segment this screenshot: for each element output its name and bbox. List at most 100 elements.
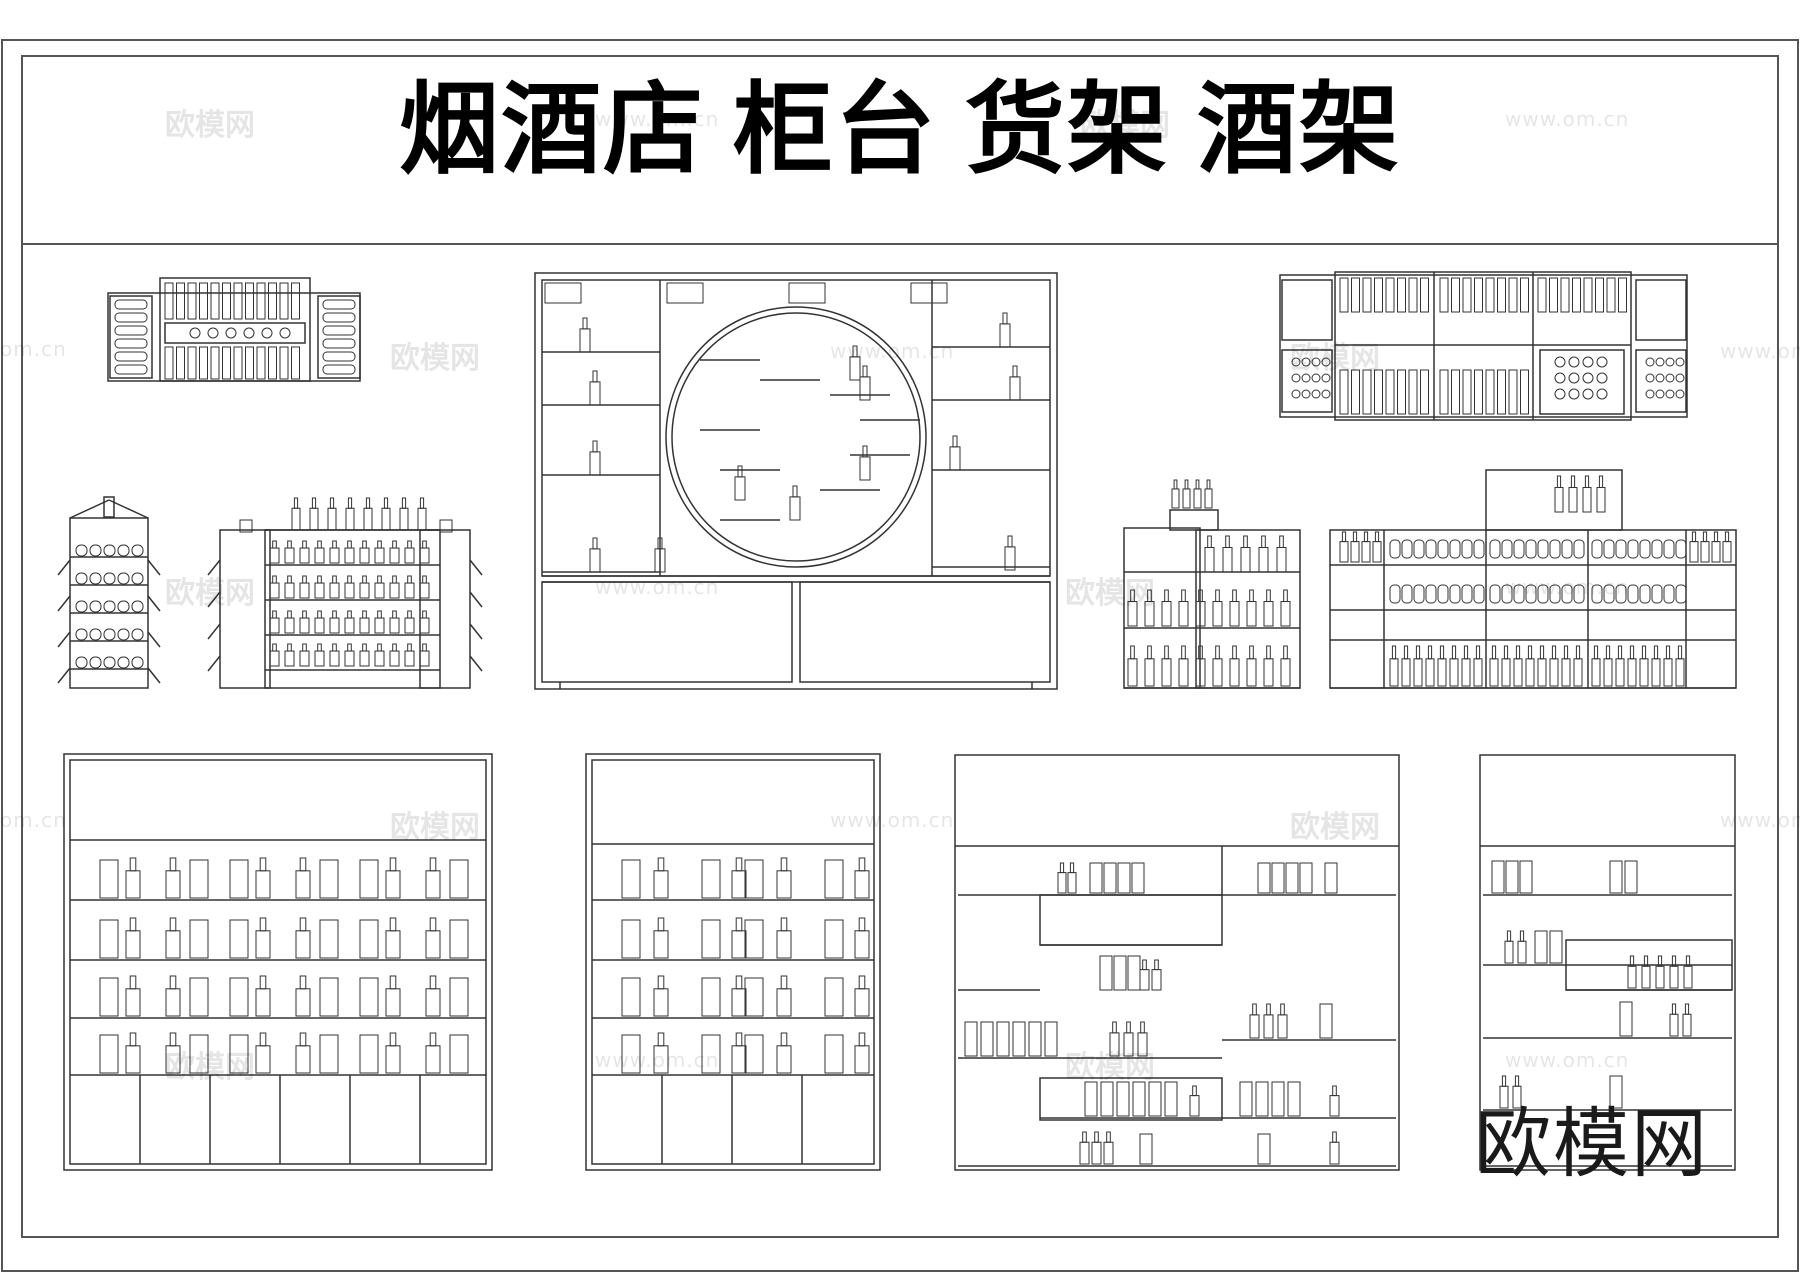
bottle-neck [1106, 1131, 1111, 1143]
package-box [1089, 862, 1103, 894]
bottle-body [299, 650, 310, 667]
plan-bottle-top [1311, 357, 1321, 367]
package-box [1257, 862, 1271, 894]
bottle-body [1144, 658, 1155, 687]
plan-bottle-top [1321, 373, 1331, 383]
plan-bottle-top [261, 327, 273, 339]
watermark-brand: 欧模网 [1065, 576, 1155, 611]
plan-bottle [1485, 369, 1495, 415]
bottle-neck [1261, 535, 1266, 549]
bottle-end [89, 628, 102, 641]
plan-bottle [1497, 277, 1506, 313]
bottle-neck [1629, 955, 1635, 967]
package-box [1609, 1075, 1623, 1109]
bottle-neck [129, 1032, 137, 1047]
package-box [1549, 930, 1563, 964]
plan-bottle-top [279, 327, 291, 339]
bottle-body [255, 930, 271, 959]
drawing-title: 烟酒店柜台货架酒架 [0, 80, 1800, 180]
bottle-neck [1352, 531, 1358, 543]
bottle-body [404, 650, 415, 667]
bottle-neck [1677, 645, 1683, 660]
plan-bottle [279, 282, 289, 320]
bottle-body [1280, 658, 1291, 687]
bottle-neck [862, 365, 868, 378]
bottle-body [1151, 969, 1162, 991]
bottle-neck [293, 497, 299, 509]
plan-bottle [1451, 369, 1460, 415]
bracket-line [469, 655, 483, 672]
bottle-body [329, 650, 340, 667]
plan-bottle [1560, 277, 1570, 313]
plan-bottle-top [1655, 357, 1665, 367]
bottle-neck [287, 575, 292, 584]
bottle-neck [299, 857, 307, 872]
bottle-body [1263, 1014, 1274, 1039]
bottle-neck [317, 540, 322, 549]
bottle-body [295, 1045, 311, 1074]
bottle-neck [1225, 535, 1230, 549]
bottle-body [1182, 488, 1191, 509]
bottle-body [1517, 940, 1527, 964]
bottle-body [1473, 658, 1483, 687]
plan-bottle [1462, 277, 1472, 313]
ornate-display-cabinet [534, 272, 1058, 690]
bottle-body [1549, 658, 1559, 687]
brand-logo-text: 欧模网 [1475, 1099, 1709, 1188]
bottle-body [125, 930, 141, 959]
bottle-end [131, 544, 144, 557]
bottle-body [399, 507, 409, 531]
bottle-neck [1665, 645, 1671, 660]
plan-bottle [1397, 277, 1406, 313]
stepped-display-cabinet [954, 754, 1400, 1171]
bottle-neck [422, 643, 427, 652]
bottle-neck [1332, 1131, 1337, 1143]
bottle-end [1549, 584, 1561, 604]
plan-bottle [114, 351, 148, 362]
bottle-body [1682, 1013, 1692, 1037]
bottle-body [1329, 1141, 1340, 1165]
plan-bottle-top [1596, 356, 1608, 368]
package-box [319, 919, 339, 959]
plan-bottle [1351, 369, 1360, 415]
package-box [621, 859, 641, 899]
bottle-end [1425, 584, 1437, 604]
package-box [319, 977, 339, 1017]
bottle-body [1669, 965, 1679, 989]
bottle-neck [1641, 645, 1647, 660]
bottle-body [1537, 658, 1547, 687]
plan-bottle [187, 346, 197, 380]
bottle-neck [1391, 645, 1397, 660]
bottle-body [1204, 488, 1213, 509]
bottle-body [299, 547, 310, 564]
bottle-neck [129, 917, 137, 932]
bottle-neck [1243, 535, 1248, 549]
bottle-body [1554, 487, 1564, 513]
plan-bottle [1595, 277, 1604, 313]
bottle-neck [407, 575, 412, 584]
package-box [621, 977, 641, 1017]
bottle-neck [332, 540, 337, 549]
bottle-body [1229, 658, 1240, 687]
bottle-body [653, 988, 669, 1017]
bottle-body [381, 507, 391, 531]
plan-bottle [1408, 369, 1418, 415]
bottle-body [731, 870, 747, 899]
bottle-neck [272, 575, 277, 584]
bottle-body [1489, 658, 1499, 687]
plan-bottle [268, 282, 277, 320]
bottle-end [1627, 539, 1639, 559]
bottle-body [1655, 965, 1665, 989]
bottle-neck [1266, 589, 1271, 603]
bottle-neck [1702, 531, 1708, 543]
bracket-line [207, 655, 221, 672]
bottle-body [1127, 658, 1138, 687]
bottle-end [1615, 584, 1627, 604]
plan-bottle [245, 346, 254, 380]
bottle-body [1171, 488, 1180, 509]
bottle-neck [735, 1032, 743, 1047]
bottle-end [75, 656, 88, 669]
package-box [744, 1034, 764, 1074]
bottle-body [1091, 1141, 1102, 1165]
bottle-body [1663, 658, 1673, 687]
